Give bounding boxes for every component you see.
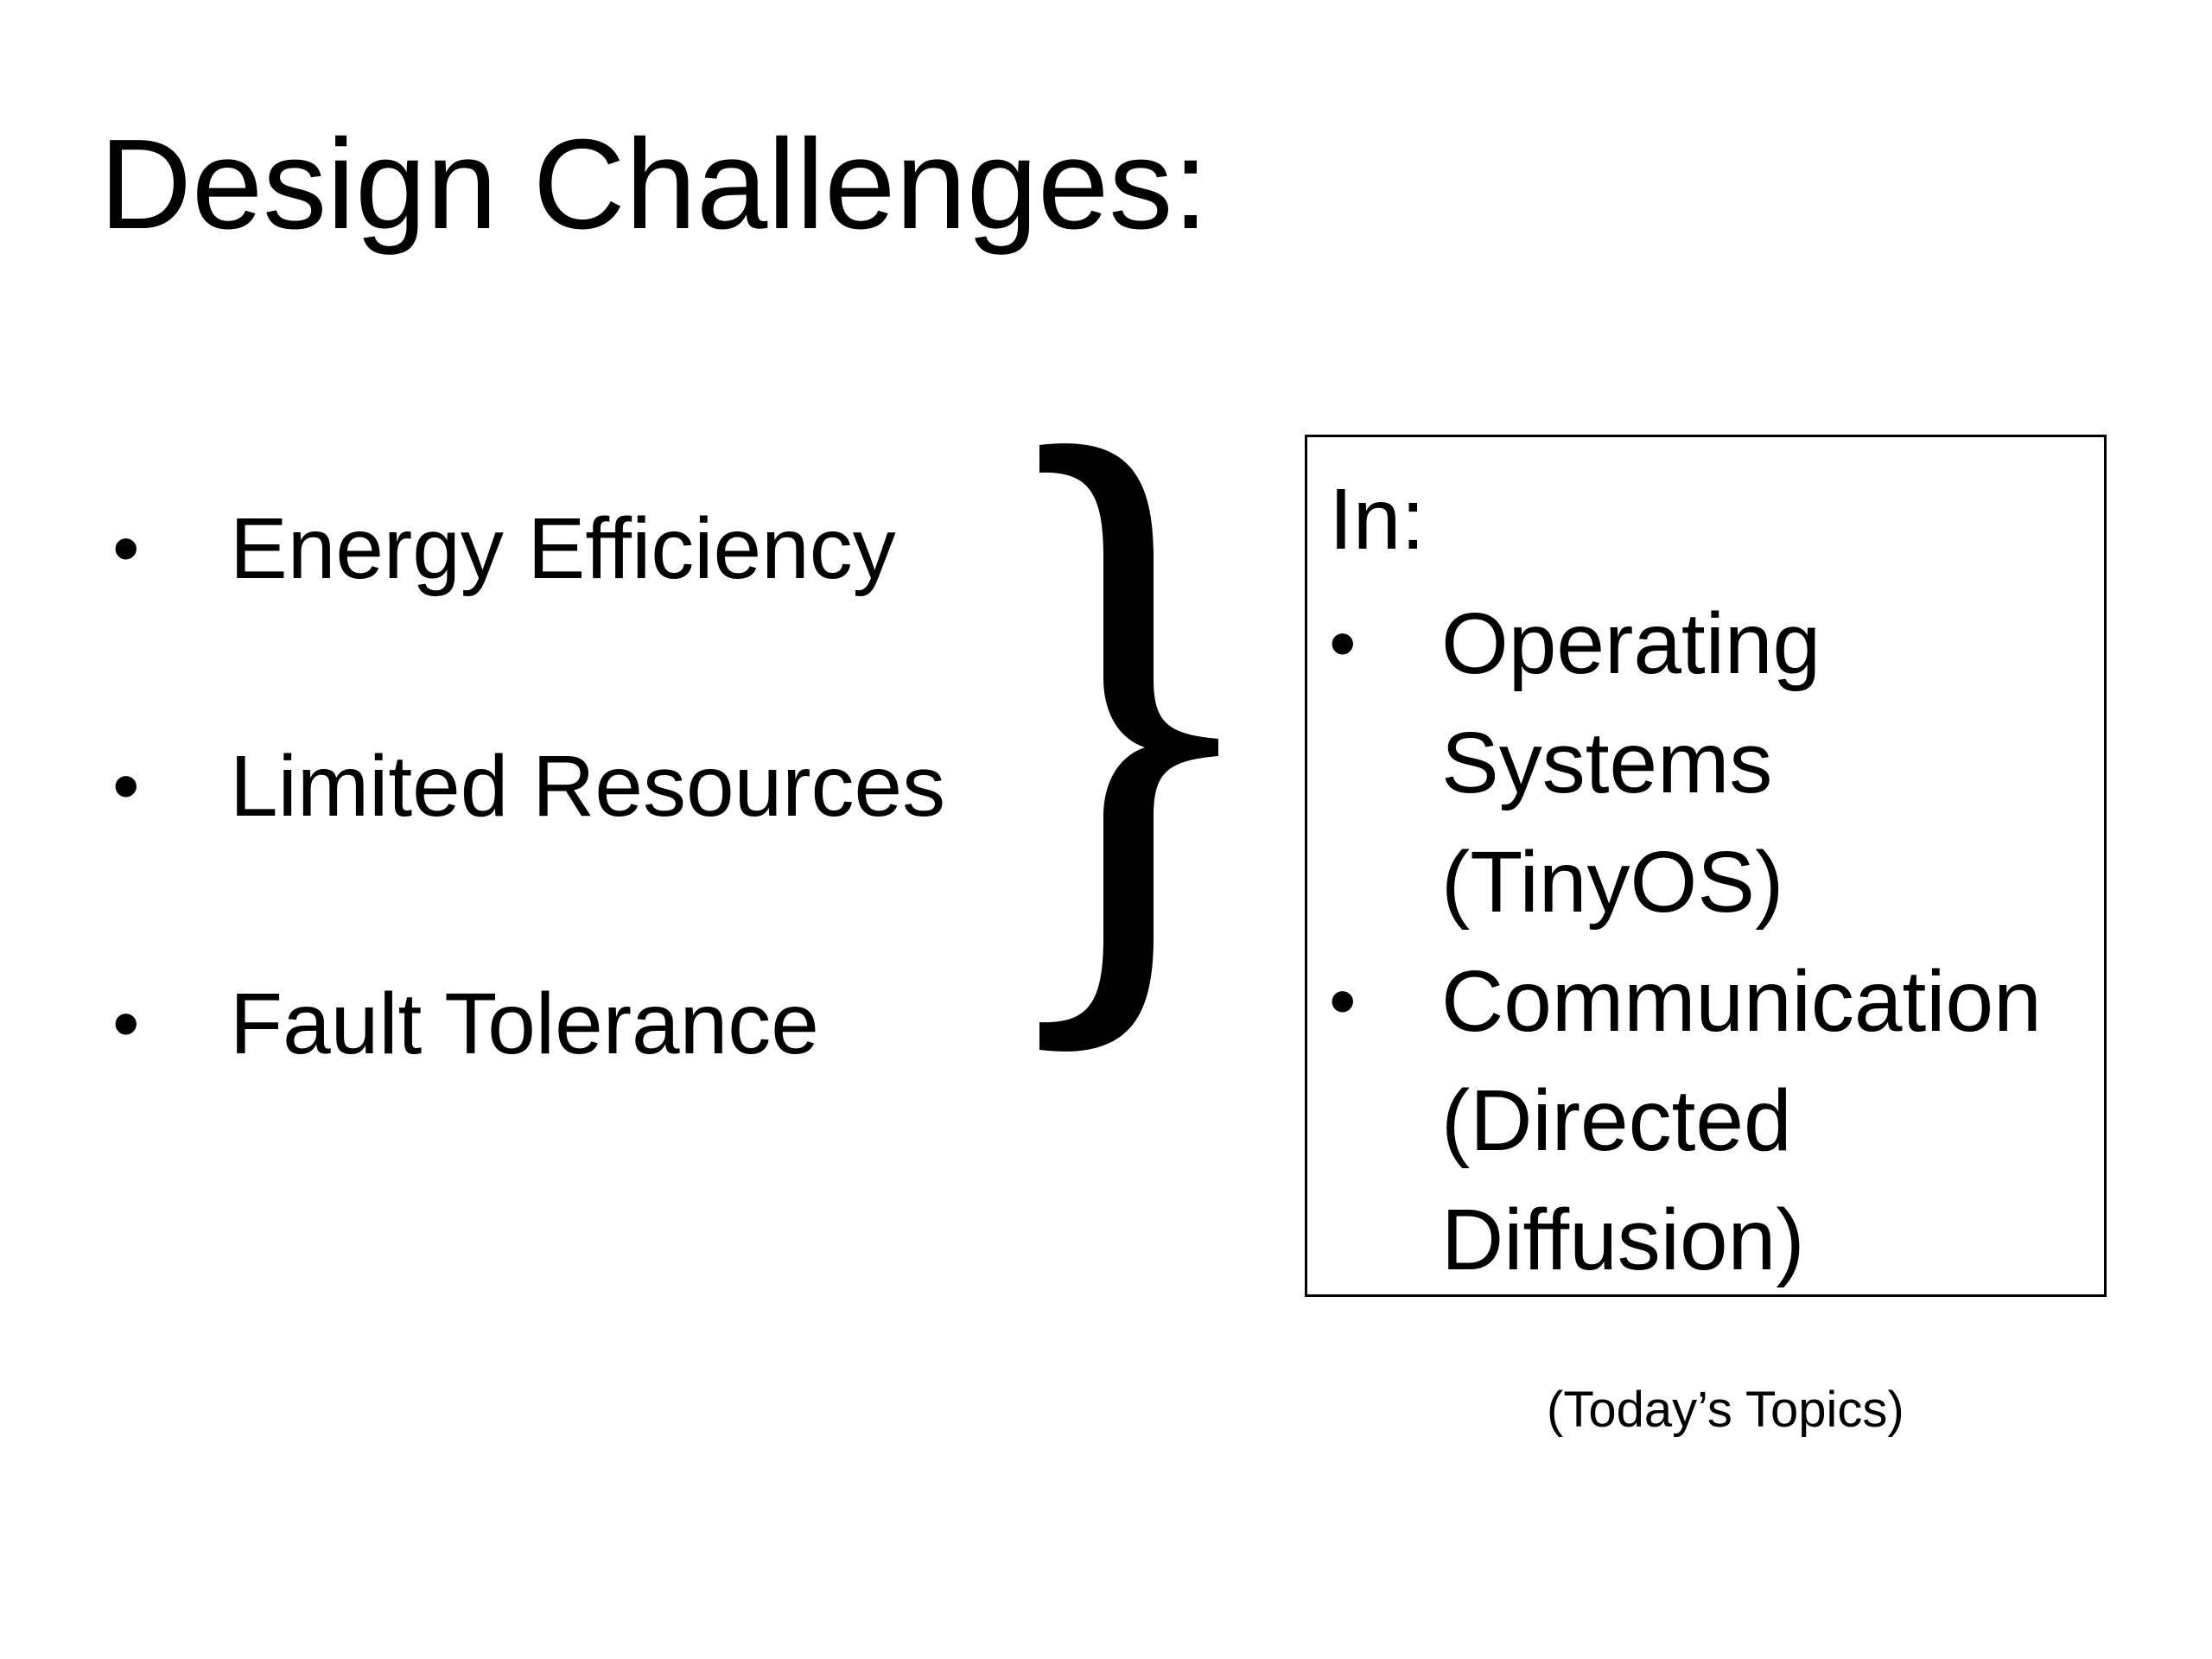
topic-line: Operating: [1441, 595, 1821, 692]
list-item: • Communication (Directed Diffusion): [1329, 942, 2098, 1300]
topic-operating-systems: Operating Systems (TinyOS): [1441, 584, 2098, 942]
bullet-dot-icon: •: [112, 981, 140, 1067]
slide-title: Design Challenges:: [99, 113, 1209, 256]
topics-heading: In:: [1329, 471, 1426, 568]
bullet-dot-icon: •: [112, 743, 140, 830]
challenge-limited-resources: Limited Resources: [230, 738, 946, 835]
challenge-energy-efficiency: Energy Efficiency: [230, 500, 896, 597]
topic-line: (TinyOS): [1441, 834, 1784, 931]
topic-line: Systems: [1441, 715, 1773, 811]
bullet-dot-icon: •: [1329, 601, 1357, 687]
right-curly-brace-icon: [1039, 443, 1218, 1052]
bullet-dot-icon: •: [112, 505, 140, 592]
challenge-fault-tolerance: Fault Tolerance: [230, 976, 819, 1072]
topics-box: In: • Operating Systems (TinyOS) • Commu…: [1305, 435, 2107, 1297]
topics-list: • Operating Systems (TinyOS) • Communica…: [1329, 584, 2098, 1300]
topic-line: Communication: [1441, 953, 2042, 1050]
todays-topics-caption: (Today’s Topics): [1547, 1382, 1904, 1438]
topic-line: (Directed: [1441, 1072, 1792, 1169]
topic-line: Diffusion): [1441, 1192, 1805, 1288]
bullet-dot-icon: •: [1329, 958, 1357, 1045]
list-item: • Operating Systems (TinyOS): [1329, 584, 2098, 942]
topic-communication: Communication (Directed Diffusion): [1441, 942, 2098, 1300]
